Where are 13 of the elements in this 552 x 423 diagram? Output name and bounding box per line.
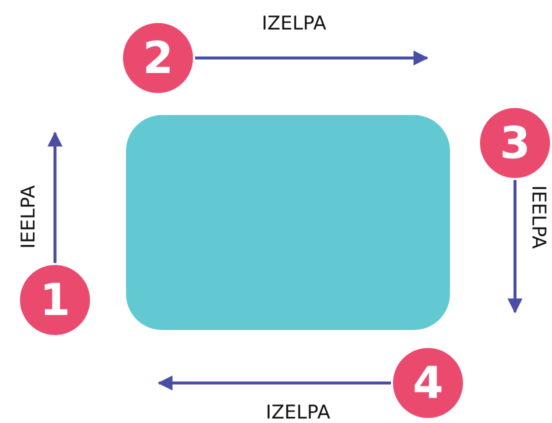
edge-label: IEELPA: [20, 185, 38, 249]
number-badge: 3: [480, 108, 550, 178]
number-badge: 1: [20, 265, 90, 335]
edge-label: IZELPA: [262, 14, 326, 34]
edge-label: IEELPA: [528, 185, 548, 249]
arrow: [158, 376, 391, 390]
arrow: [48, 132, 62, 263]
rounded-rectangle: [126, 115, 450, 330]
number-badge: 4: [393, 348, 463, 418]
arrow: [195, 50, 428, 66]
arrow: [508, 180, 522, 314]
edge-label: IZELPA: [266, 404, 330, 422]
number-badge: 2: [123, 23, 193, 93]
